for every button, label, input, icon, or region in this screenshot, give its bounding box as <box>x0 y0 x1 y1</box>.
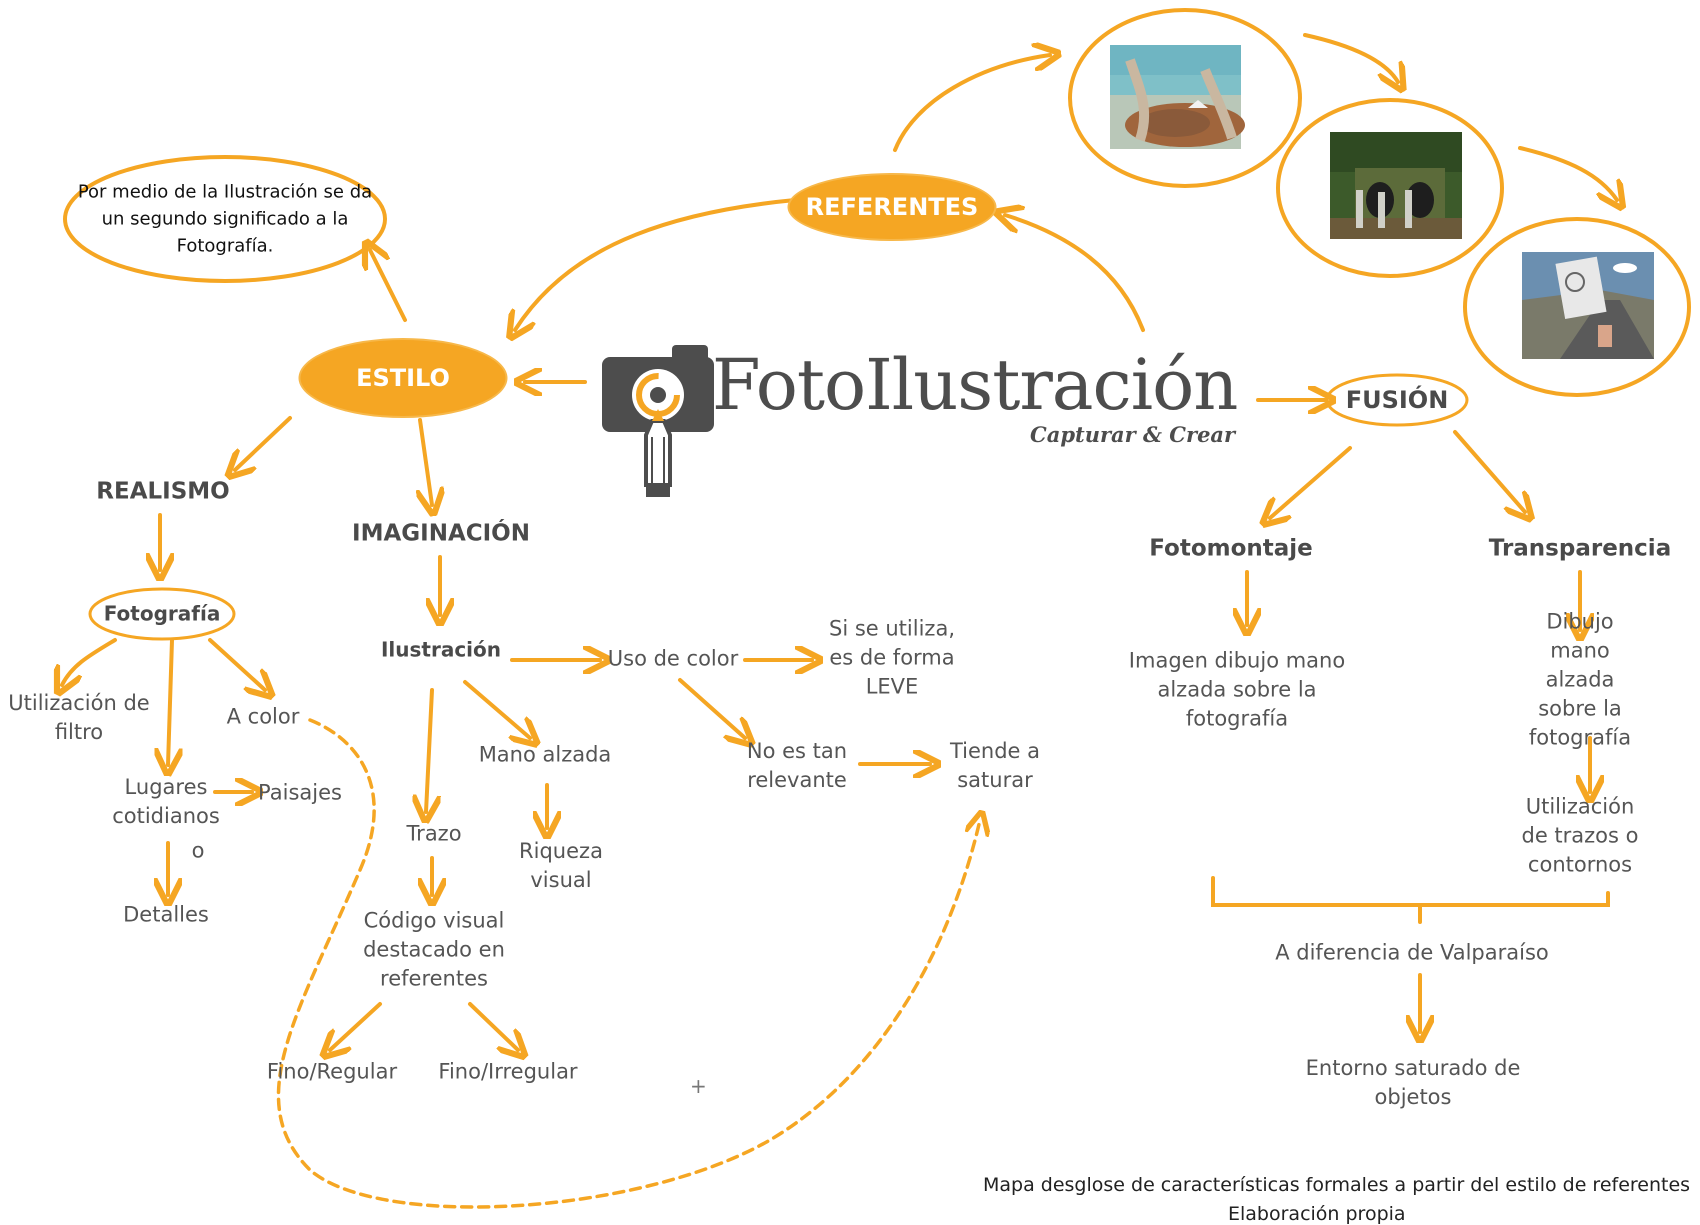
tiende-node: Tiende a saturar <box>949 739 1041 792</box>
photo2-ellipse <box>1276 98 1504 278</box>
arrow-estilo-realismo <box>235 416 292 470</box>
o-node: o <box>191 838 205 863</box>
arrow-fotografia-acolor <box>208 638 265 690</box>
utilizacion-filtro-node: Utilización de filtro <box>8 691 150 744</box>
si-se-utiliza-node: Si se utiliza, es de forma LEVE <box>829 616 955 699</box>
codigo-node: Código visual destacado en referentes <box>363 908 505 991</box>
arrow-fusion-transparencia <box>1453 430 1525 512</box>
arrow-estilo-imaginacion <box>420 418 432 505</box>
arrow-estilo-note <box>370 250 407 322</box>
figure-source: Elaboración propia <box>1228 1203 1406 1225</box>
entorno-node: Entorno saturado de objetos <box>1305 1056 1521 1109</box>
dashed-curve-acolor-tiende <box>276 718 980 1209</box>
dibujo-mano-node: Dibujo mano alzada sobre la fotografía <box>1528 609 1632 750</box>
photo-tunnel-figures <box>1330 132 1462 239</box>
trazo-node: Trazo <box>406 821 462 846</box>
arrow-referentes-photo1 <box>893 55 1050 152</box>
photo-hands-sea <box>1110 45 1245 149</box>
arrow-codigo-fino-irregular <box>468 1002 518 1050</box>
logo-subtitle: Capturar & Crear <box>1030 422 1236 447</box>
detalles-node: Detalles <box>123 902 209 927</box>
fusion-node: FUSIÓN <box>1336 381 1458 419</box>
arrow-codigo-fino-regular <box>330 1002 382 1050</box>
fusion-ellipse <box>1325 373 1469 427</box>
imagen-dibujo-node: Imagen dibujo mano alzada sobre la fotog… <box>1128 648 1346 731</box>
arrow-referentes-estilo <box>515 198 797 330</box>
transparencia-node: Transparencia <box>1488 535 1672 562</box>
riqueza-node: Riqueza visual <box>519 839 603 892</box>
plus-mark: + <box>690 1074 707 1098</box>
utilizacion-trazos-node: Utilización de trazos o contornos <box>1521 794 1639 877</box>
photo-drawn-road <box>1522 252 1654 359</box>
logo-title: FotoIlustración <box>712 344 1238 426</box>
bracket-convergence <box>1211 876 1610 924</box>
no-es-tan-node: No es tan relevante <box>746 739 848 792</box>
paisajes-node: Paisajes <box>258 780 342 805</box>
arrow-photo1-photo2 <box>1303 33 1398 82</box>
a-diferencia-node: A diferencia de Valparaíso <box>1275 940 1549 965</box>
mano-alzada-node: Mano alzada <box>478 742 612 767</box>
a-color-node: A color <box>226 704 300 729</box>
fotografia-node: Fotografía <box>103 601 221 626</box>
arrow-fusion-fotomontaje <box>1270 446 1352 518</box>
photo3-ellipse <box>1463 217 1691 397</box>
fotografia-ellipse <box>88 587 236 641</box>
referentes-node: REFERENTES <box>789 175 995 239</box>
ilustracion-node: Ilustración <box>380 637 502 662</box>
arrow-fotografia-filtro <box>62 638 117 685</box>
lugares-node: Lugares cotidianos <box>112 775 220 828</box>
imaginacion-node: IMAGINACIÓN <box>352 520 530 547</box>
photo1-ellipse <box>1068 8 1302 188</box>
arrow-ilustracion-mano <box>463 680 530 738</box>
definition-note: Por medio de la Ilustración se da un seg… <box>77 181 373 257</box>
realismo-node: REALISMO <box>96 478 230 505</box>
estilo-node: ESTILO <box>300 340 506 416</box>
note-ellipse <box>63 155 387 283</box>
uso-color-node: Uso de color <box>607 646 739 671</box>
arrow-uso-noes <box>678 678 745 738</box>
fotomontaje-node: Fotomontaje <box>1149 535 1313 562</box>
arrow-ilustracion-trazo <box>426 688 432 812</box>
arrow-photo2-photo3 <box>1518 146 1617 200</box>
fino-regular-node: Fino/Regular <box>266 1059 398 1084</box>
fino-irregular-node: Fino/Irregular <box>438 1059 578 1084</box>
figure-caption: Mapa desglose de características formale… <box>983 1174 1691 1196</box>
camera-pencil-icon <box>602 345 714 497</box>
arrow-fotografia-lugares <box>168 638 172 765</box>
arrow-logo-referentes <box>1005 215 1145 332</box>
